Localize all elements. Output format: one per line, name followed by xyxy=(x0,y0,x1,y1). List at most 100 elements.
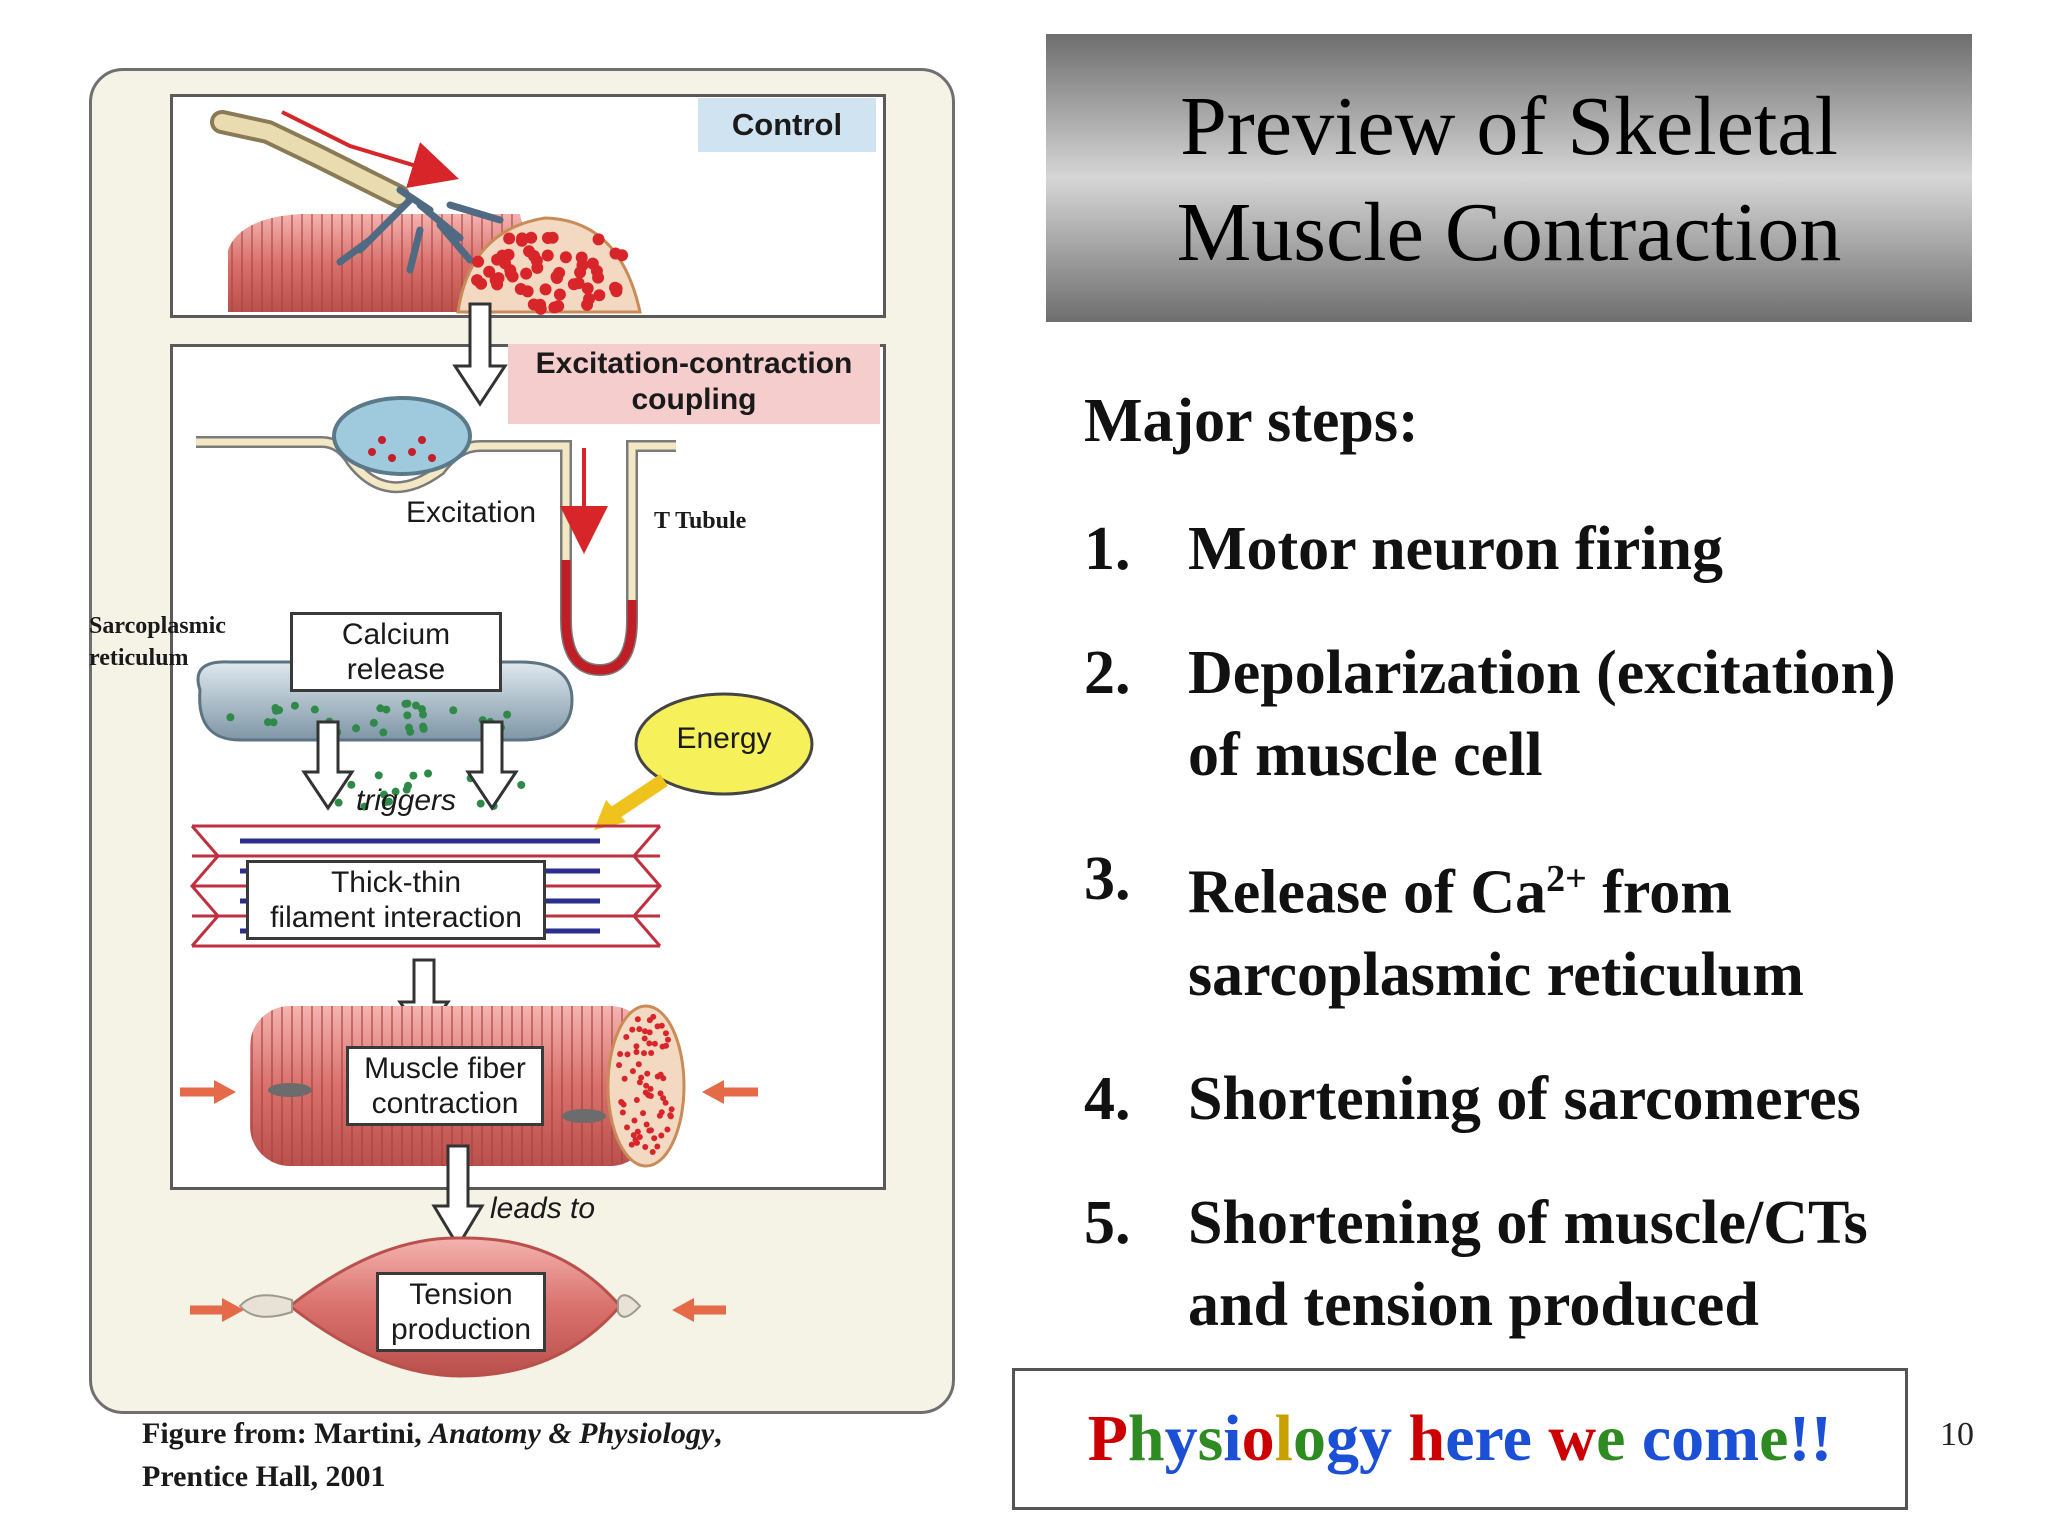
decor-dot xyxy=(643,1082,650,1089)
decor-dot xyxy=(633,1043,640,1050)
decor-dot xyxy=(269,718,278,727)
decor-dot xyxy=(631,1117,638,1124)
decor-dot xyxy=(263,718,272,727)
step-number: 1. xyxy=(1084,515,1131,583)
decor-dot xyxy=(574,266,587,279)
decor-dot xyxy=(531,261,544,274)
slogan-letter: c xyxy=(1641,1402,1672,1475)
ecc-line1: Excitation-contraction xyxy=(535,347,853,380)
decor-dot xyxy=(483,265,496,278)
decor-dot xyxy=(642,1143,649,1150)
step-text-line2: sarcoplasmic reticulum xyxy=(1188,940,1804,1009)
decor-dot xyxy=(641,1050,648,1057)
step-number: 5. xyxy=(1084,1188,1131,1257)
decor-dot xyxy=(352,724,361,733)
decor-dot xyxy=(590,265,603,278)
decor-dot xyxy=(553,266,566,279)
slogan-letter: !! xyxy=(1788,1402,1833,1475)
slogan-letter: w xyxy=(1548,1402,1597,1475)
sr-line1: Sarcoplasmic xyxy=(89,613,226,639)
filament-interaction-box: Thick-thin filament interaction xyxy=(246,860,546,940)
tension-line2: production xyxy=(390,1313,532,1346)
decor-dot xyxy=(646,1017,653,1024)
decor-dot xyxy=(636,1079,643,1086)
steps-heading: Major steps: xyxy=(1084,387,1419,455)
decor-dot xyxy=(654,1143,661,1150)
decor-dot xyxy=(504,267,517,280)
credit-book-title: Anatomy & Physiology xyxy=(429,1417,715,1450)
decor-dot xyxy=(404,723,413,732)
decor-dot xyxy=(403,711,412,720)
decor-dot xyxy=(275,706,284,715)
thick-line1: Thick-thin xyxy=(330,866,462,899)
step-text-line1: Release of Ca2+ from xyxy=(1188,838,2004,934)
decor-dot xyxy=(616,1062,623,1069)
ecc-label: Excitation-contraction coupling xyxy=(508,344,880,424)
steps-list: 1. Motor neuron firing 2. Depolarization… xyxy=(1084,508,2004,1388)
step-item: 4. Shortening of sarcomeres xyxy=(1084,1058,2004,1140)
slogan-letter xyxy=(1625,1402,1642,1475)
slogan-letter: m xyxy=(1704,1402,1760,1475)
decor-dot xyxy=(583,292,596,305)
decor-dot xyxy=(517,780,526,789)
fiber-contraction-box: Muscle fiber contraction xyxy=(346,1046,544,1126)
decor-dot xyxy=(553,288,566,301)
decor-dot xyxy=(380,790,389,799)
decor-dot xyxy=(523,245,536,258)
slogan-text: Physiology here we come!! xyxy=(1015,1371,1905,1507)
tension-line1: Tension xyxy=(409,1278,513,1311)
title-line2: Muscle Contraction xyxy=(1176,186,1842,279)
step-number: 2. xyxy=(1084,639,1131,707)
down-arrow-2 xyxy=(301,720,519,811)
myofibril-dots xyxy=(471,231,629,315)
decor-dot xyxy=(472,255,485,268)
decor-dot xyxy=(633,1048,640,1055)
slogan-letter: s xyxy=(1197,1402,1224,1475)
decor-dot xyxy=(424,769,433,778)
decor-dot xyxy=(382,705,391,714)
decor-dot xyxy=(642,1089,649,1096)
decor-dot xyxy=(347,780,356,789)
decor-dot xyxy=(630,1132,637,1139)
figure-credit: Figure from: Martini, Anatomy & Physiolo… xyxy=(142,1412,722,1498)
decor-dot xyxy=(658,1109,665,1116)
decor-dot xyxy=(641,1035,648,1042)
slogan-letter: g xyxy=(1325,1402,1359,1475)
decor-dot xyxy=(628,1141,635,1148)
decor-dot xyxy=(634,1016,641,1023)
decor-dot xyxy=(290,701,299,710)
decor-dot xyxy=(516,232,529,245)
slogan-letter: e xyxy=(1596,1402,1626,1475)
decor-dot xyxy=(636,1026,643,1033)
slogan-letter: P xyxy=(1087,1402,1128,1475)
decor-dot xyxy=(646,1040,653,1047)
slogan-letter: e xyxy=(1445,1402,1475,1475)
decor-dot xyxy=(581,282,594,295)
thick-line2: filament interaction xyxy=(270,901,522,934)
step-text-line2: and tension produced xyxy=(1188,1270,1759,1339)
decor-dot xyxy=(496,249,509,262)
decor-dot xyxy=(623,1033,630,1040)
slogan-box: Physiology here we come!! xyxy=(1012,1368,1908,1510)
decor-dot xyxy=(419,710,428,719)
decor-dot xyxy=(476,799,485,808)
decor-dot xyxy=(310,705,319,714)
decor-dot xyxy=(610,285,623,298)
decor-dot xyxy=(541,231,554,244)
decor-dot xyxy=(559,251,572,264)
ecc-line2: coupling xyxy=(631,383,757,416)
decor-dot xyxy=(621,1075,628,1082)
decor-dot xyxy=(664,1126,671,1133)
decor-dot xyxy=(525,231,538,244)
decor-dot xyxy=(629,1068,636,1075)
slogan-letter: r xyxy=(1474,1402,1503,1475)
step-item: 3. Release of Ca2+ from sarcoplasmic ret… xyxy=(1084,838,2004,1016)
decor-dot xyxy=(575,251,588,264)
credit-line1: Figure from: Martini, Anatomy & Physiolo… xyxy=(142,1412,722,1455)
decor-dot xyxy=(541,249,554,262)
step-text-line1: Motor neuron firing xyxy=(1188,515,1724,583)
decor-dot xyxy=(662,1030,669,1037)
triggers-label: triggers xyxy=(356,784,457,817)
decor-dot xyxy=(632,1136,639,1143)
step-text-line1: Depolarization (excitation) xyxy=(1188,639,1896,707)
